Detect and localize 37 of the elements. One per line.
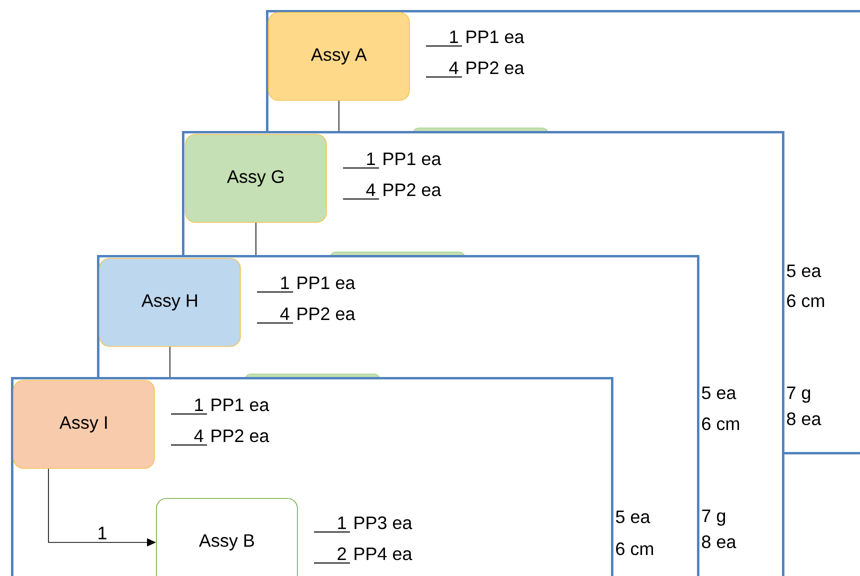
quantity-label: 5 ea	[616, 510, 650, 524]
part-text: PP2 ea	[212, 429, 270, 442]
quantity-text: 4	[366, 184, 376, 196]
quantity-label: 8 ea	[702, 535, 736, 548]
part-text: PP2 ea	[466, 61, 524, 74]
quantity-text: 4	[449, 62, 458, 74]
part-text: PP1 ea	[298, 276, 356, 290]
quantity-text: 1	[338, 516, 346, 529]
quantity-label: 5 ea	[702, 386, 736, 400]
quantity-text: 1	[195, 398, 203, 411]
part-text: PP4 ea	[354, 548, 412, 560]
part-text: PP1 ea	[212, 398, 270, 412]
part-text: PP2 ea	[384, 183, 442, 196]
edge-label: 1	[98, 526, 106, 540]
quantity-text: 4	[194, 430, 204, 442]
part-text: PP1 ea	[384, 152, 442, 166]
assembly-box: Assy H	[99, 258, 241, 347]
part-text: PP2 ea	[298, 307, 356, 320]
quantity-text: 1	[281, 276, 289, 289]
quantity-label: 5 ea	[786, 264, 822, 278]
quantity-label: 6 cm	[616, 542, 653, 556]
assembly-box: Assy G	[185, 134, 327, 223]
part-text: PP3 ea	[354, 516, 412, 530]
assembly-box: Assy A	[268, 12, 410, 101]
quantity-label: 6 cm	[787, 294, 824, 308]
assembly-box: Assy B	[156, 498, 298, 576]
quantity-label: 7 g	[787, 386, 810, 403]
assembly-box: Assy I	[13, 380, 155, 469]
quantity-text: 1	[367, 152, 375, 165]
quantity-label: 8 ea	[786, 412, 822, 426]
quantity-label: 7 g	[702, 510, 726, 526]
quantity-label: 6 cm	[702, 417, 739, 430]
part-text: PP1 ea	[466, 30, 524, 44]
quantity-text: 2	[338, 547, 346, 560]
quantity-text: 4	[280, 308, 290, 320]
quantity-text: 1	[450, 30, 458, 43]
connector-line	[338, 100, 340, 132]
